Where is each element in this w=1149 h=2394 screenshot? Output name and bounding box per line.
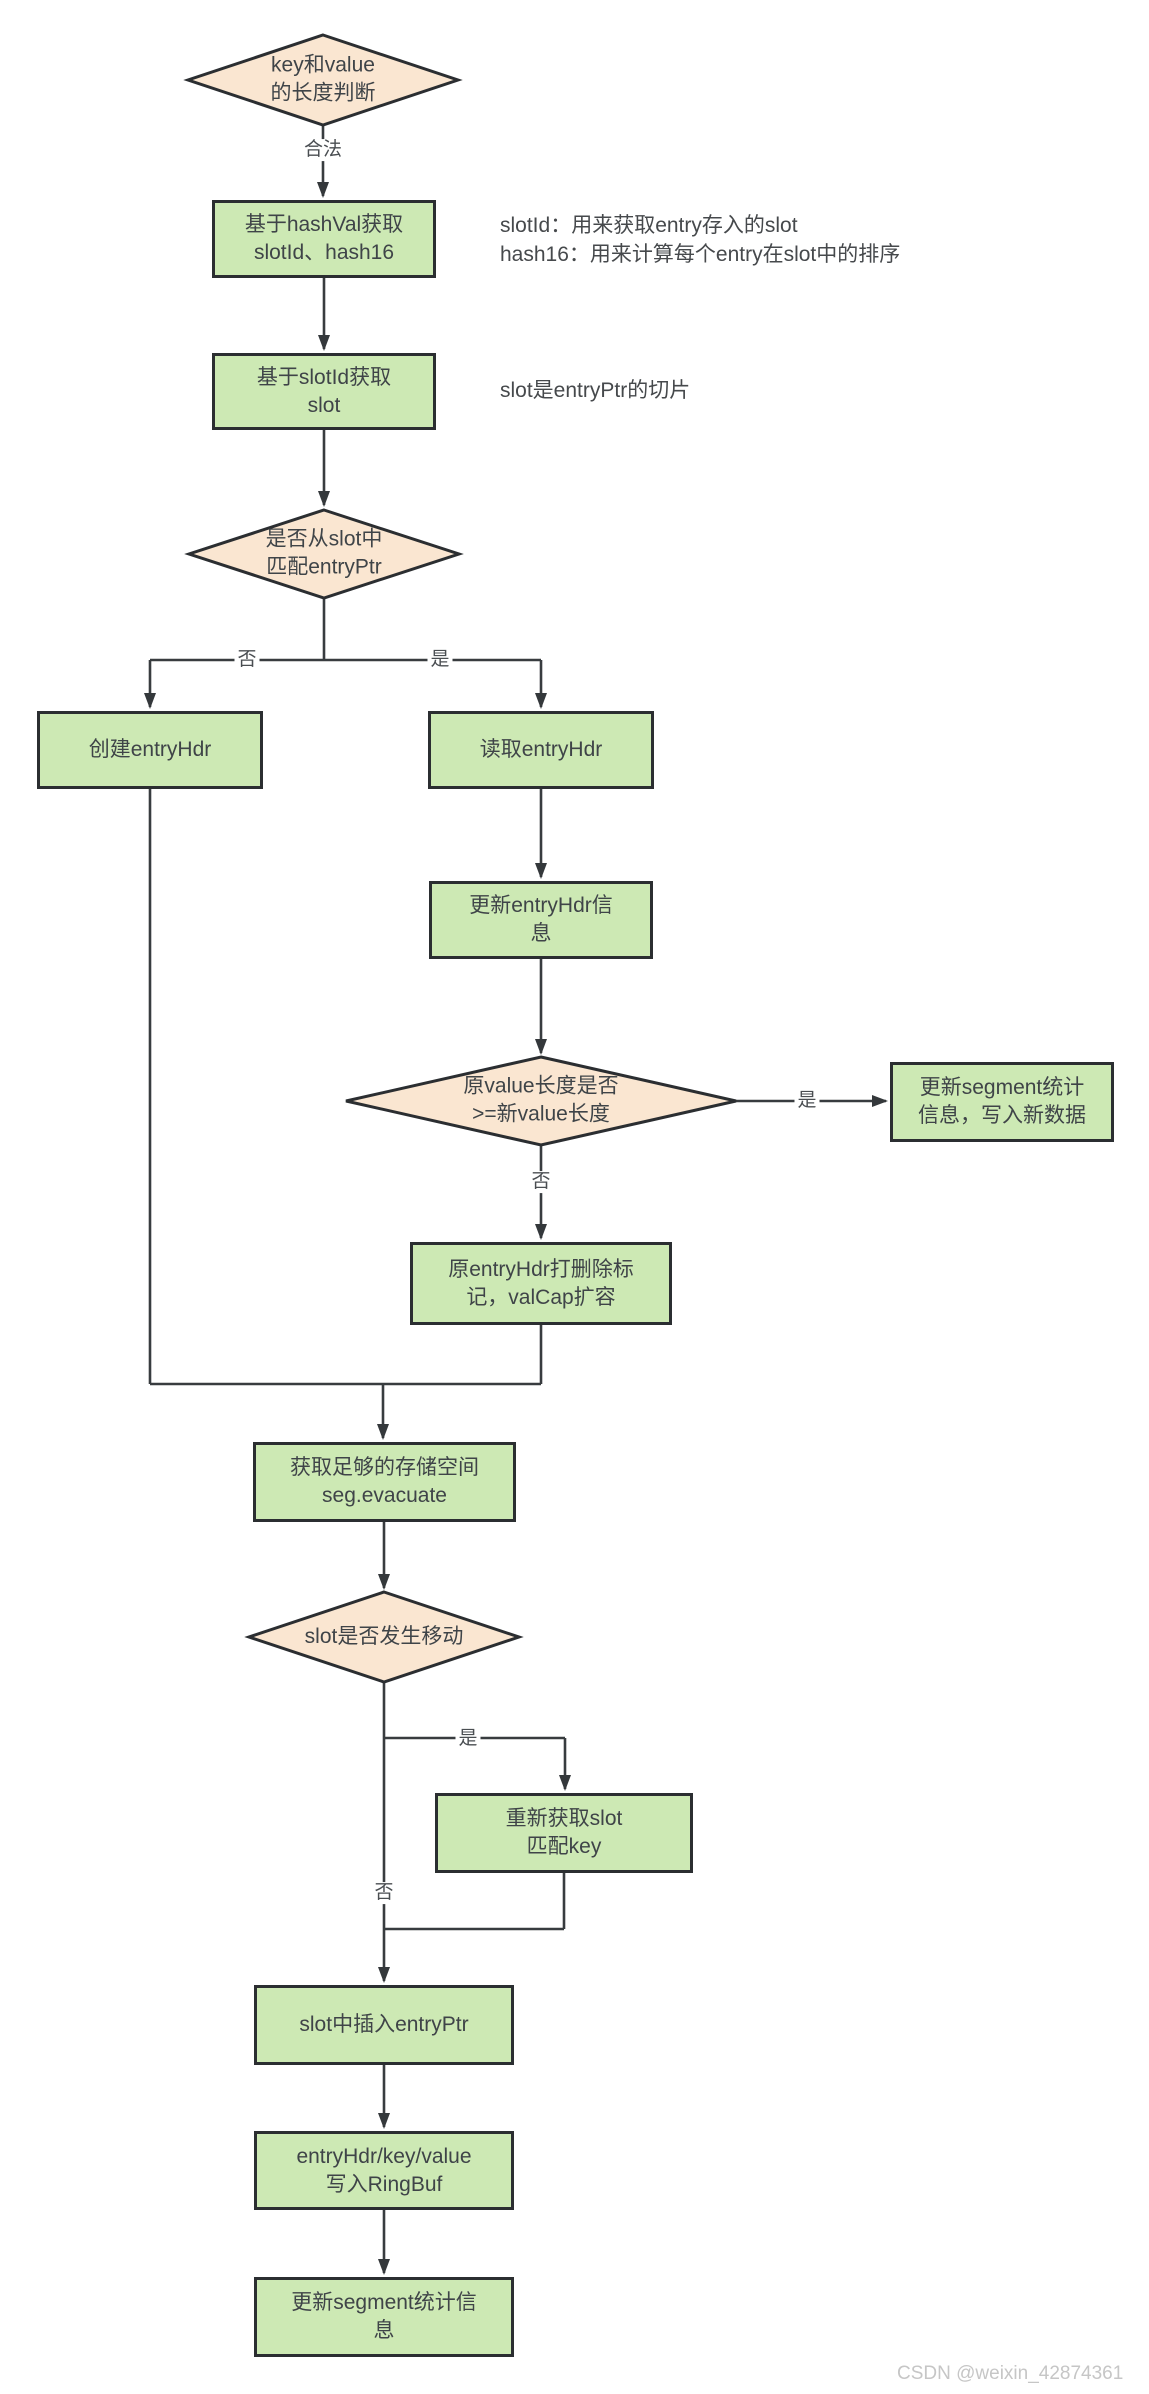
process-mark-delete-expand-valcap: 原entryHdr打删除标 记，valCap扩容 [410,1242,672,1325]
process-update-entryhdr: 更新entryHdr信 息 [429,881,653,959]
annotation-slotid-hash16: slotId：用来获取entry存入的slot hash16：用来计算每个ent… [500,214,901,266]
decision-shape-slot-moved [244,1590,524,1684]
decision-slot-moved-label: slot是否发生移动 [304,1624,464,1648]
process-write-ringbuf: entryHdr/key/value 写入RingBuf [254,2131,514,2210]
process-update-segment-write-data: 更新segment统计 信息，写入新数据 [890,1062,1114,1142]
process-update-segment-stats: 更新segment统计信 息 [254,2277,514,2357]
decision-shape-key-value-length [183,33,463,127]
edge-label-valid: 合法 [300,139,346,161]
edge-label-moved-no: 否 [371,1882,397,1904]
process-get-storage-evacuate: 获取足够的存储空间 seg.evacuate [253,1442,516,1522]
flow-edges [144,125,888,2275]
decision-shape-value-length [345,1055,737,1147]
edge-label-len-yes: 是 [794,1090,820,1112]
edge-label-match-yes: 是 [427,649,453,671]
edge-label-match-no: 否 [234,649,260,671]
process-get-slot: 基于slotId获取 slot [212,353,436,430]
decision-shape-match-entryptr [184,508,464,600]
decision-value-length-label: 原value长度是否 >=新value长度 [463,1074,619,1126]
process-create-entryhdr: 创建entryHdr [37,711,263,789]
csdn-watermark: CSDN @weixin_42874361 [897,2363,1124,2384]
edge-label-len-no: 否 [528,1171,554,1193]
edge-label-moved-yes: 是 [455,1728,481,1750]
process-insert-entryptr: slot中插入entryPtr [254,1985,514,2065]
annotation-slot-slice: slot是entryPtr的切片 [500,379,691,402]
decision-shapes [183,33,737,1684]
decision-key-value-length-label: key和value 的长度判断 [270,53,376,105]
process-get-slotid-hash16: 基于hashVal获取 slotId、hash16 [212,200,436,278]
process-read-entryhdr: 读取entryHdr [428,711,654,789]
decision-match-entryptr-label: 是否从slot中 匹配entryPtr [265,527,383,579]
process-refetch-slot-match-key: 重新获取slot 匹配key [435,1793,693,1873]
